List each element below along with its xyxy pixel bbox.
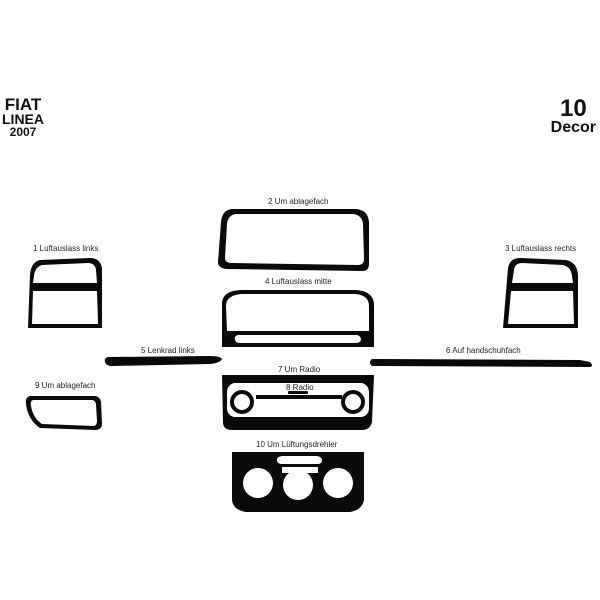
part-2-storage-frame[interactable] bbox=[218, 209, 369, 271]
piece-count-block: 10 Decor bbox=[550, 95, 596, 136]
label-part-1: 1 Luftauslass links bbox=[33, 244, 99, 253]
label-part-10: 10 Um Lüftungsdrehler bbox=[256, 440, 338, 449]
piece-count: 10 bbox=[559, 95, 587, 122]
part-10-vent-knob-surround[interactable] bbox=[232, 452, 364, 512]
part-3-right-air-vent[interactable] bbox=[503, 258, 578, 328]
label-part-7: 7 Um Radio bbox=[278, 365, 321, 374]
vehicle-brand-block: FIAT LINEA 2007 bbox=[2, 95, 44, 139]
label-part-9: 9 Um ablagefach bbox=[35, 381, 96, 390]
part-6-glovebox-strip[interactable] bbox=[370, 359, 592, 367]
label-part-8: 8 Radio bbox=[286, 383, 314, 392]
model-name: LINEA bbox=[2, 111, 44, 127]
label-part-4: 4 Luftauslass mitte bbox=[265, 277, 332, 286]
label-part-6: 6 Auf handschuhfach bbox=[446, 346, 521, 355]
label-part-2: 2 Um ablagefach bbox=[268, 197, 329, 206]
label-part-5: 5 Lenkrad links bbox=[141, 346, 195, 355]
part-8-radio-strip[interactable] bbox=[288, 391, 308, 394]
part-9-small-storage-frame[interactable] bbox=[25, 396, 102, 430]
label-part-3: 3 Luftauslass rechts bbox=[505, 244, 577, 253]
model-year: 2007 bbox=[9, 125, 37, 139]
piece-type: Decor bbox=[550, 119, 596, 136]
part-4-center-air-vent[interactable] bbox=[222, 290, 374, 347]
brand-name: FIAT bbox=[4, 95, 42, 114]
part-7-radio-surround[interactable] bbox=[222, 375, 374, 430]
part-5-steering-left-strip[interactable] bbox=[104, 356, 222, 366]
part-1-left-air-vent[interactable] bbox=[28, 258, 102, 328]
